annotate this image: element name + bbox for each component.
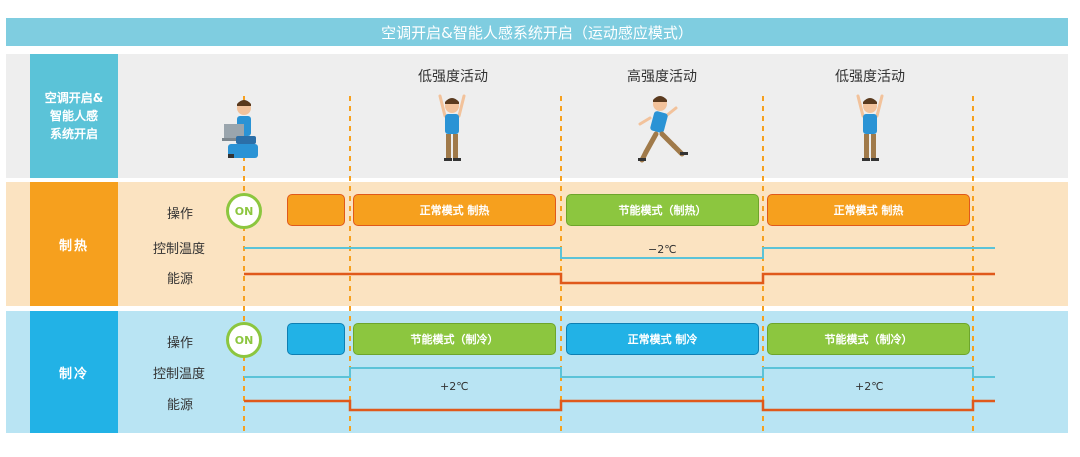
cooling-label: 制冷 — [30, 311, 118, 433]
cooling-temp-note-2: +2℃ — [855, 380, 884, 393]
cooling-energy-line — [244, 399, 995, 412]
system-on-label-line: 智能人感 — [49, 109, 98, 123]
system-on-label: 空调开启& 智能人感 系统开启 — [30, 54, 118, 178]
heating-temp-line — [244, 247, 995, 259]
heating-pre-block — [287, 194, 345, 226]
heating-normal-mode-1: 正常模式 制热 — [353, 194, 556, 226]
person-arms-up-icon — [856, 94, 884, 161]
cooling-energy-label: 能源 — [167, 398, 194, 413]
phase-label-low-1: 低强度活动 — [418, 69, 488, 85]
cooling-temp-label: 控制温度 — [153, 367, 206, 382]
cooling-operation-label: 操作 — [167, 336, 194, 351]
activity-band — [6, 54, 1068, 178]
title-banner: 空调开启&智能人感系统开启（运动感应模式） — [6, 18, 1068, 46]
person-arms-up-icon — [438, 94, 466, 161]
heating-label: 制热 — [30, 182, 118, 306]
person-running-icon — [638, 96, 688, 163]
heating-temp-note: −2℃ — [648, 243, 677, 256]
cooling-eco-mode-1: 节能模式（制冷） — [353, 323, 556, 355]
system-on-label-line: 空调开启& — [44, 91, 104, 105]
heating-energy-line — [244, 272, 995, 285]
heating-normal-mode-2: 正常模式 制热 — [767, 194, 970, 226]
heating-energy-label: 能源 — [167, 272, 194, 287]
phase-label-high: 高强度活动 — [627, 69, 697, 85]
phase-dividers — [243, 96, 974, 436]
cooling-temp-note-1: +2℃ — [440, 380, 469, 393]
heating-eco-mode: 节能模式（制热） — [566, 194, 759, 226]
heating-operation-label: 操作 — [167, 207, 194, 222]
system-on-label-line: 系统开启 — [49, 127, 98, 141]
phase-label-low-2: 低强度活动 — [835, 69, 905, 85]
person-laptop-icon — [222, 100, 258, 158]
cooling-on-button[interactable]: ON — [226, 322, 262, 358]
heating-on-button[interactable]: ON — [226, 193, 262, 229]
cooling-normal-mode: 正常模式 制冷 — [566, 323, 759, 355]
heating-temp-label: 控制温度 — [153, 242, 206, 257]
cooling-eco-mode-2: 节能模式（制冷） — [767, 323, 970, 355]
cooling-pre-block — [287, 323, 345, 355]
cooling-temp-line — [244, 367, 995, 378]
